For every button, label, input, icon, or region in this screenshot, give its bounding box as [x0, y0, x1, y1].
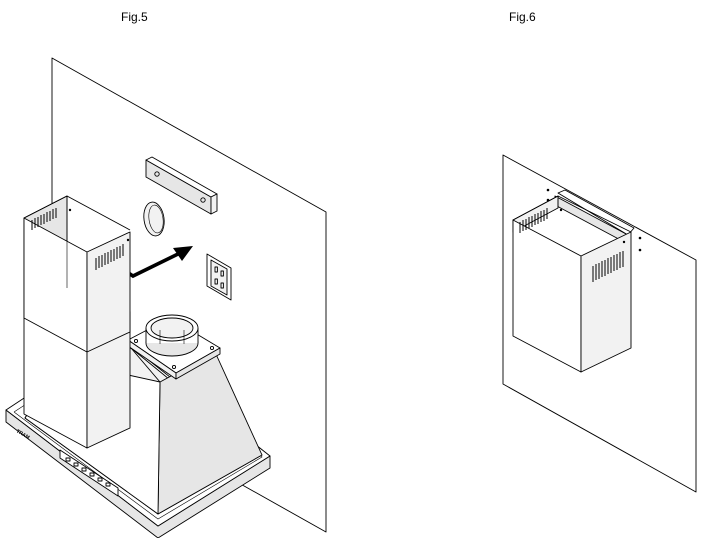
fig5-drawing: TRAM	[5, 57, 327, 538]
fig6-label: Fig.6	[509, 10, 536, 24]
chimney-cover-installed	[512, 189, 635, 373]
duct-opening	[143, 201, 165, 237]
power-outlet	[206, 253, 232, 301]
control-panel	[59, 449, 119, 497]
fig5-label: Fig.5	[121, 10, 148, 24]
wall-bracket	[145, 156, 218, 215]
exhaust-collar	[145, 314, 199, 357]
fig6-vent-slots-left	[519, 208, 548, 233]
fig6-vent-slots-right	[592, 251, 624, 282]
vent-slots-right	[95, 244, 124, 270]
chimney-upper	[23, 195, 131, 353]
fig6-drawing	[502, 154, 697, 493]
vent-slots-left	[31, 208, 57, 230]
